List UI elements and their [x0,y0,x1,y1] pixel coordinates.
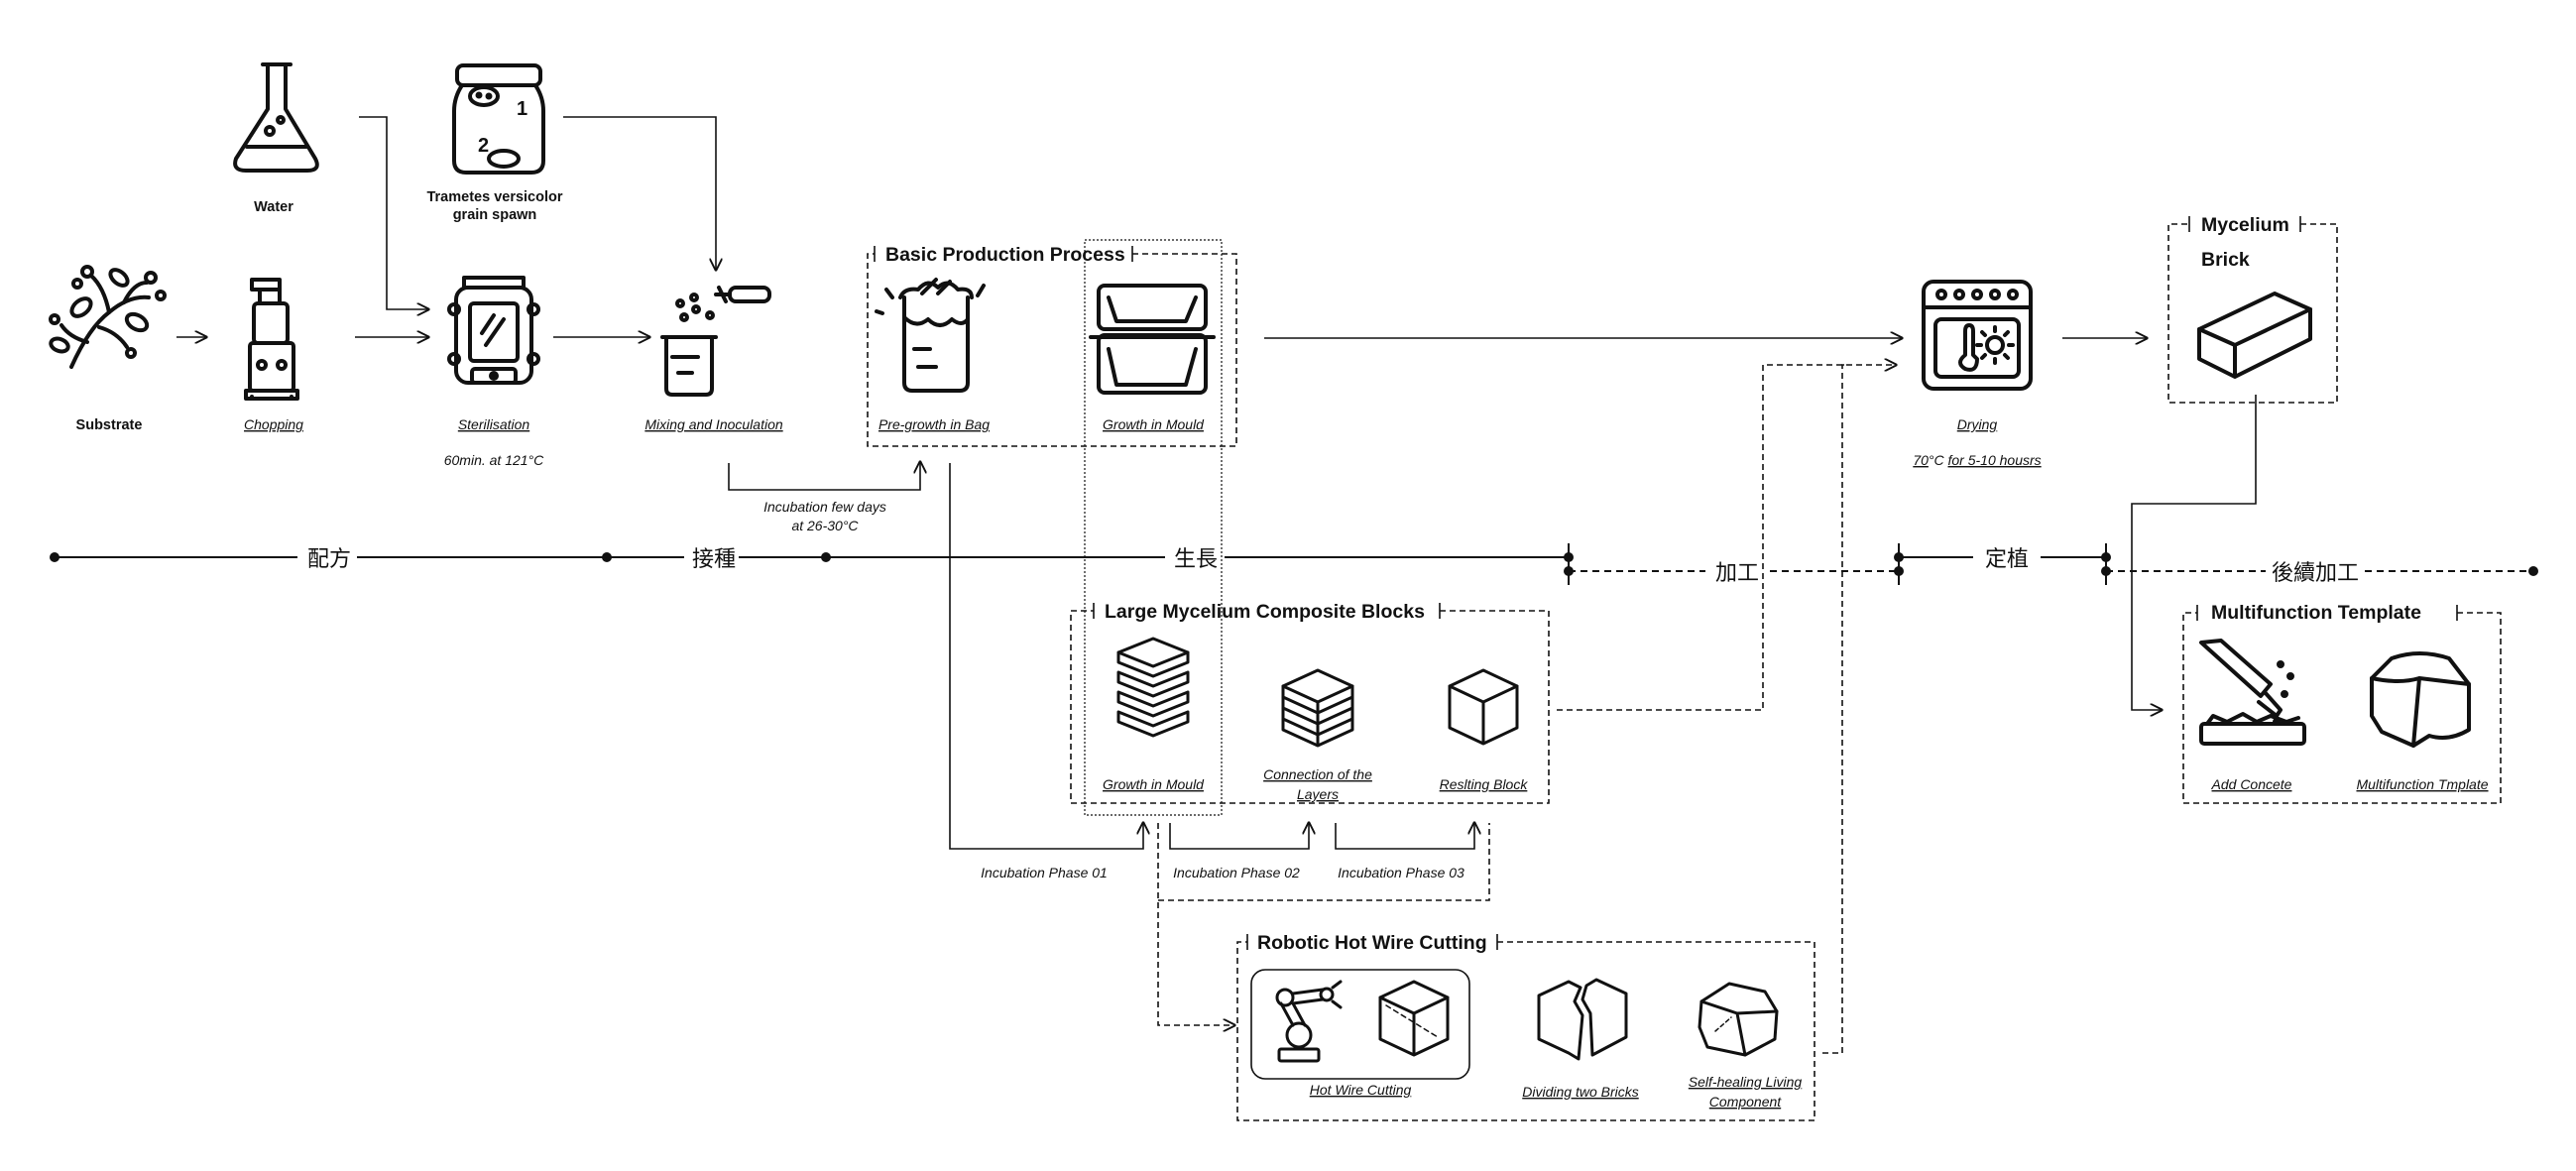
chopping-label: Chopping [244,416,303,432]
chopper-icon [244,278,299,401]
spawn-step: 1 2 Trametes versicolor grain spawn [426,63,563,223]
pouring-concrete-icon [2199,639,2306,746]
layer-stack-icon [1116,637,1190,738]
incubation-note: Incubation few days [763,499,886,515]
grow-bag-icon [875,278,986,393]
robot-arm-icon [1275,980,1343,1063]
robotic-cutting-group: Robotic Hot Wire Cutting Hot Wire Cuttin… [1236,932,1815,1121]
hot-wire-label: Hot Wire Cutting [1310,1082,1412,1098]
large-blocks-title: Large Mycelium Composite Blocks [1105,601,1425,623]
self-healing-block-icon [1698,982,1779,1057]
dividing-label: Dividing two Bricks [1522,1084,1638,1100]
split-bricks-icon [1537,978,1628,1061]
multifunction-group: Multifunction Template Add Concete Multi… [2182,602,2502,804]
resulting-block-label: Reslting Block [1440,776,1529,792]
oven-icon [1922,280,2033,391]
stage-label-post-processing: 後續加工 [2272,561,2359,586]
connected-layers-icon [1281,668,1354,748]
add-concrete-label: Add Concete [2211,776,2292,792]
substrate-label: Substrate [76,417,143,433]
cube-icon [1448,668,1519,746]
sterilisation-step: Sterilisation 60min. at 121°C [444,276,544,468]
spawn-jar-number: 2 [478,135,489,157]
hot-wire-panel [1250,969,1470,1080]
timeline-node [1564,566,1574,576]
connectors [176,116,2257,1054]
spawn-label: grain spawn [453,207,537,223]
water-label: Water [254,199,293,215]
spawn-jar-number: 1 [517,98,527,120]
autoclave-icon [447,276,540,385]
connection-label: Connection of the [1263,766,1372,782]
timeline-node [2528,566,2538,576]
incubation-phase-02: Incubation Phase 02 [1173,865,1300,880]
sterilisation-label: Sterilisation [458,416,530,432]
multifunction-title: Multifunction Template [2211,602,2421,624]
mycelium-brick-group: Mycelium Brick [2167,214,2338,404]
sterilisation-note: 60min. at 121°C [444,452,544,468]
block-growth-mould-label: Growth in Mould [1103,776,1205,792]
mycelium-brick-title: Mycelium [2201,214,2289,236]
stage-label-planting: 定植 [1985,547,2029,572]
stage-label-growth: 生長 [1174,547,1218,572]
brick-icon [2197,292,2312,379]
drying-note: 70°C for 5-10 housrs [1913,452,2041,468]
spawn-label: Trametes versicolor [426,189,562,205]
basic-production-title: Basic Production Process [885,244,1125,266]
substrate-step: Substrate [49,265,167,433]
chopping-step: Chopping [244,278,303,432]
spawn-jar-icon [452,63,545,175]
mycelium-brick-title: Brick [2201,249,2250,271]
timeline-node [1564,552,1574,562]
mould-container-icon [1089,284,1216,395]
timeline-node [2101,566,2111,576]
plant-branch-icon [49,265,167,369]
mixing-step: Mixing and Inoculation Incubation few da… [644,286,886,533]
incubation-note: at 26-30°C [791,518,859,533]
water-step: Water [233,62,319,215]
connection-label: Layers [1297,786,1339,802]
incubation-phase-01: Incubation Phase 01 [981,865,1108,880]
mixing-label: Mixing and Inoculation [644,416,783,432]
stage-label-inoculation: 接種 [692,547,736,572]
pre-growth-label: Pre-growth in Bag [878,416,990,432]
timeline: 配方 接種 生長 加工 定植 後續加工 [50,543,2538,586]
robotic-title: Robotic Hot Wire Cutting [1257,932,1487,954]
wire-cut-cube-icon [1378,980,1450,1057]
basic-production-group: Basic Production Process Pre-growth in B… [867,244,1237,447]
drying-label: Drying [1957,416,1998,432]
template-block-icon [2370,651,2471,748]
timeline-node [50,552,59,562]
self-healing-label: Self-healing Living [1689,1074,1803,1090]
growth-mould-highlight [1084,239,1223,816]
timeline-node [2101,552,2111,562]
incubation-phase-03: Incubation Phase 03 [1338,865,1464,880]
growth-mould-label: Growth in Mould [1103,416,1205,432]
large-blocks-group: Large Mycelium Composite Blocks Growth i… [1070,601,1550,804]
timeline-node [1894,566,1904,576]
stage-label-processing: 加工 [1715,561,1759,586]
beaker-pipette-icon [660,286,771,397]
drying-step: Drying 70°C for 5-10 housrs [1913,280,2042,468]
self-healing-label: Component [1709,1094,1782,1110]
multifunction-template-label: Multifunction Tmplate [2356,776,2488,792]
timeline-node [1894,552,1904,562]
stage-label-formula: 配方 [307,547,351,572]
flask-icon [233,62,319,173]
